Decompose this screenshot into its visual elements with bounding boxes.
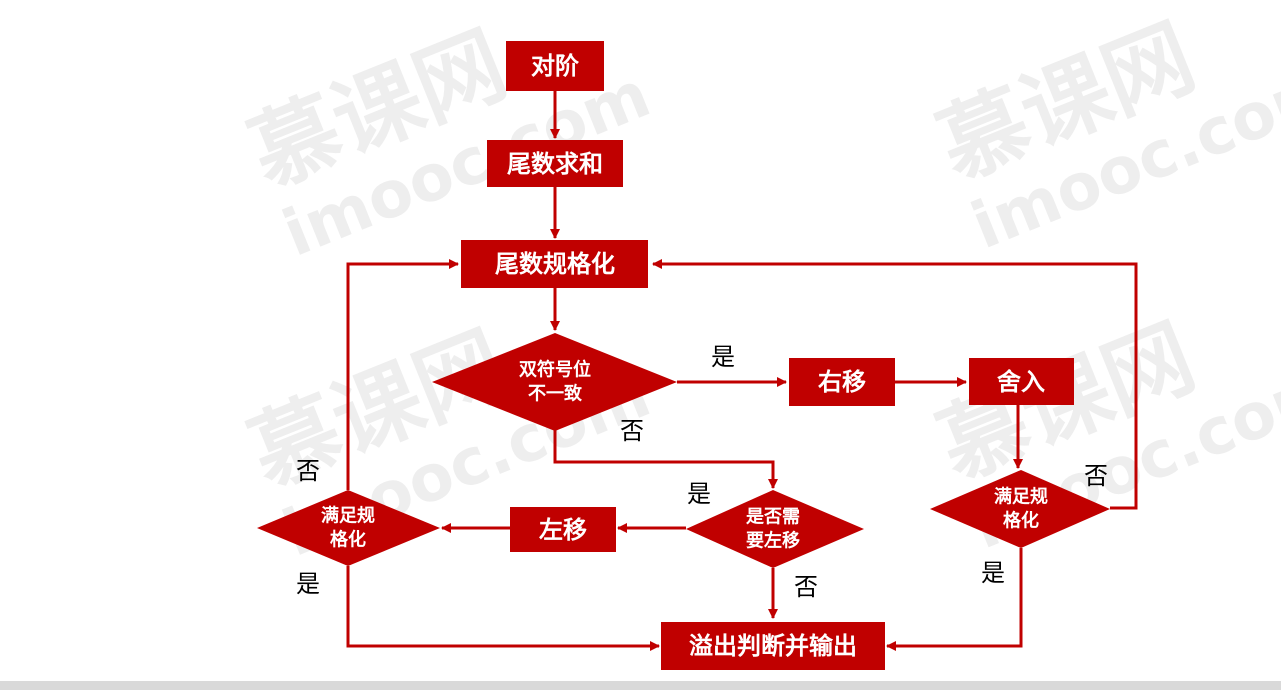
edge-label-no-left-norm: 否 <box>296 457 320 485</box>
arrow-norm-ok-right-no-loop <box>652 259 1138 510</box>
node-align: 对阶 <box>506 41 604 91</box>
arrow-norm-ok-left-yes <box>346 566 660 651</box>
decision-sign-check-line1: 双符号位 <box>519 359 591 381</box>
node-sum-box <box>487 140 623 187</box>
decision-norm-ok-left-line1: 满足规 <box>321 505 375 527</box>
node-align-box <box>506 41 604 91</box>
edge-label-no-sign: 否 <box>620 417 644 445</box>
watermark: 慕课网 imooc.com 慕课网 imooc.com 慕课网 imooc.co… <box>236 5 1281 572</box>
decision-norm-ok-right-line1: 满足规 <box>994 486 1048 508</box>
node-shift-left-label: 左移 <box>539 516 587 544</box>
edge-label-no-need-left: 否 <box>794 573 818 601</box>
edge-labels: 是 否 是 否 否 是 否 是 <box>296 343 1108 601</box>
node-overflow-output: 溢出判断并输出 <box>661 622 885 670</box>
node-normalize: 尾数规格化 <box>461 240 648 288</box>
node-normalize-label: 尾数规格化 <box>495 250 615 278</box>
node-sum: 尾数求和 <box>487 140 623 187</box>
arrow-sign-check-no <box>553 430 778 489</box>
edge-label-no-right-norm: 否 <box>1084 462 1108 490</box>
edge-label-yes-right-norm: 是 <box>981 559 1005 587</box>
node-shift-right-box <box>789 358 895 406</box>
decision-norm-ok-right: 满足规 格化 <box>930 470 1110 548</box>
decision-norm-ok-left: 满足规 格化 <box>257 490 440 566</box>
decision-sign-check: 双符号位 不一致 <box>432 333 677 431</box>
decision-norm-ok-left-line2: 格化 <box>330 529 366 551</box>
edge-label-yes-need-left: 是 <box>687 480 711 508</box>
bottom-bar <box>0 681 1281 690</box>
decision-sign-check-line2: 不一致 <box>528 383 583 405</box>
edge-label-yes-sign: 是 <box>711 343 735 371</box>
decision-sign-check-shape <box>432 333 677 431</box>
decision-need-left-line1: 是否需 <box>745 507 800 528</box>
connectors <box>346 91 1138 651</box>
decision-norm-ok-left-shape <box>257 490 440 566</box>
node-shift-left-box <box>510 507 616 552</box>
node-sum-label: 尾数求和 <box>507 150 603 178</box>
decision-norm-ok-right-line2: 格化 <box>1003 510 1039 532</box>
node-shift-right: 右移 <box>789 358 895 406</box>
decision-need-left: 是否需 要左移 <box>686 490 864 568</box>
node-round: 舍入 <box>969 358 1074 405</box>
node-round-box <box>969 358 1074 405</box>
edge-label-yes-left-norm: 是 <box>296 570 320 598</box>
decision-norm-ok-right-shape <box>930 470 1110 548</box>
decision-need-left-shape <box>686 490 864 568</box>
arrow-norm-ok-right-yes <box>886 548 1023 651</box>
decision-need-left-line2: 要左移 <box>746 530 800 552</box>
node-shift-left: 左移 <box>510 507 616 552</box>
node-overflow-output-box <box>661 622 885 670</box>
node-shift-right-label: 右移 <box>818 368 866 396</box>
node-round-label: 舍入 <box>997 368 1045 396</box>
node-align-label: 对阶 <box>531 52 579 80</box>
node-normalize-box <box>461 240 648 288</box>
arrow-norm-ok-left-no-loop <box>346 259 459 490</box>
node-overflow-output-label: 溢出判断并输出 <box>689 632 857 660</box>
